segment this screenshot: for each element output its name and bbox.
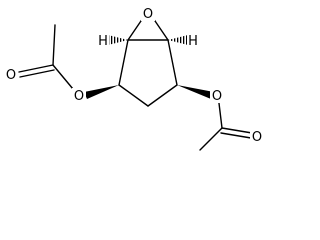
bond-c1-c5 <box>118 39 129 86</box>
right-hydrogen-label: H <box>188 34 198 49</box>
left-ester-oxygen: O <box>72 88 86 104</box>
bond-left-carbonyl-methyl <box>52 24 56 66</box>
wedge-bond-right-ester <box>177 85 214 99</box>
left-ester-oxygen-label: O <box>74 89 84 104</box>
bond-c5-c4 <box>118 84 149 107</box>
bond-right-carbonyl-double-a <box>221 127 253 134</box>
epoxide-oxygen-label: O <box>143 7 153 22</box>
wedge-bond-left-ester <box>84 85 119 99</box>
bond-right-carbonyl-methyl <box>199 127 223 151</box>
bond-right-carbonyl-double-b <box>220 132 252 139</box>
bond-left-carbonyl-double-b <box>19 69 55 78</box>
right-carbonyl-oxygen: O <box>250 129 264 145</box>
left-carbonyl-oxygen-label: O <box>6 68 16 83</box>
right-ester-oxygen: O <box>210 88 224 104</box>
molecule-structure: O H H O O O O <box>4 6 264 151</box>
bond-c1-epoxide-o <box>127 17 144 41</box>
bond-c2-epoxide-o <box>152 17 169 41</box>
hash-bond-right-h <box>168 35 188 45</box>
bond-c3-c4 <box>147 84 178 107</box>
left-hydrogen-label: H <box>98 34 108 49</box>
left-carbonyl-oxygen: O <box>4 67 18 83</box>
epoxide-oxygen: O <box>141 6 155 22</box>
right-carbonyl-oxygen-label: O <box>252 130 262 145</box>
hash-bond-left-h <box>108 35 128 45</box>
bond-left-carbonyl-double-a <box>18 64 54 73</box>
bond-c2-c3 <box>167 39 178 86</box>
left-stereo-hydrogen: H <box>96 33 109 49</box>
right-stereo-hydrogen: H <box>187 33 200 49</box>
right-ester-oxygen-label: O <box>212 89 222 104</box>
